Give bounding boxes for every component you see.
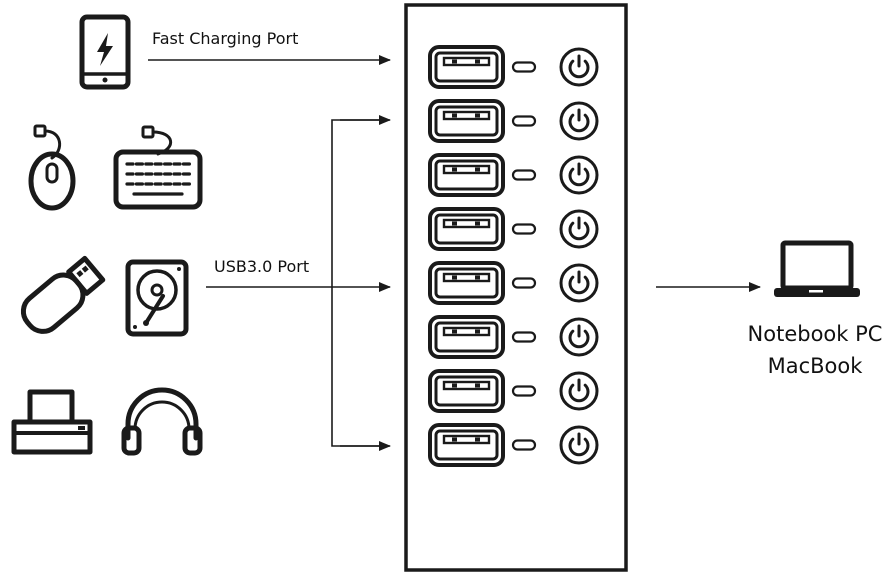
usb-port bbox=[428, 261, 505, 305]
usb-port bbox=[428, 45, 505, 89]
hub-port-row bbox=[428, 369, 599, 413]
port-led-indicator bbox=[511, 439, 537, 451]
fast-charging-port-label: Fast Charging Port bbox=[152, 29, 299, 48]
hub-ports bbox=[428, 45, 599, 467]
port-led-indicator bbox=[511, 385, 537, 397]
power-button-icon[interactable] bbox=[559, 47, 599, 87]
power-button-icon[interactable] bbox=[559, 317, 599, 357]
port-led-indicator bbox=[511, 169, 537, 181]
power-button-icon[interactable] bbox=[559, 425, 599, 465]
power-button-icon[interactable] bbox=[559, 263, 599, 303]
power-button-icon[interactable] bbox=[559, 155, 599, 195]
laptop-icon bbox=[774, 240, 860, 297]
port-led-indicator bbox=[511, 277, 537, 289]
host-label-notebook: Notebook PC bbox=[747, 322, 883, 346]
hub-port-row bbox=[428, 423, 599, 467]
port-led-indicator bbox=[511, 223, 537, 235]
headphones-icon bbox=[121, 387, 203, 456]
mouse-icon bbox=[28, 124, 76, 211]
port-led-indicator bbox=[511, 61, 537, 73]
hub-port-row bbox=[428, 153, 599, 197]
power-button-icon[interactable] bbox=[559, 209, 599, 249]
hub-port-row bbox=[428, 99, 599, 143]
hub-port-row bbox=[428, 261, 599, 305]
host-label-macbook: MacBook bbox=[767, 354, 863, 378]
usb-port bbox=[428, 99, 505, 143]
hub-port-row bbox=[428, 315, 599, 359]
usb-port bbox=[428, 423, 505, 467]
phone-charging-icon bbox=[79, 14, 131, 90]
printer-icon bbox=[11, 389, 93, 455]
port-led-indicator bbox=[511, 331, 537, 343]
usb-port bbox=[428, 315, 505, 359]
hub-port-row bbox=[428, 207, 599, 251]
keyboard-icon bbox=[113, 125, 203, 210]
usb-port bbox=[428, 153, 505, 197]
power-button-icon[interactable] bbox=[559, 371, 599, 411]
port-led-indicator bbox=[511, 115, 537, 127]
usb3-port-label: USB3.0 Port bbox=[214, 257, 310, 276]
usb3-bracket-line bbox=[331, 119, 384, 447]
power-button-icon[interactable] bbox=[559, 101, 599, 141]
hub-port-row bbox=[428, 45, 599, 89]
hard-drive-icon bbox=[125, 259, 189, 337]
host-computer-label: Notebook PC MacBook bbox=[740, 318, 890, 382]
usb-port bbox=[428, 207, 505, 251]
usb-flash-drive-icon bbox=[20, 255, 106, 334]
usb-port bbox=[428, 369, 505, 413]
